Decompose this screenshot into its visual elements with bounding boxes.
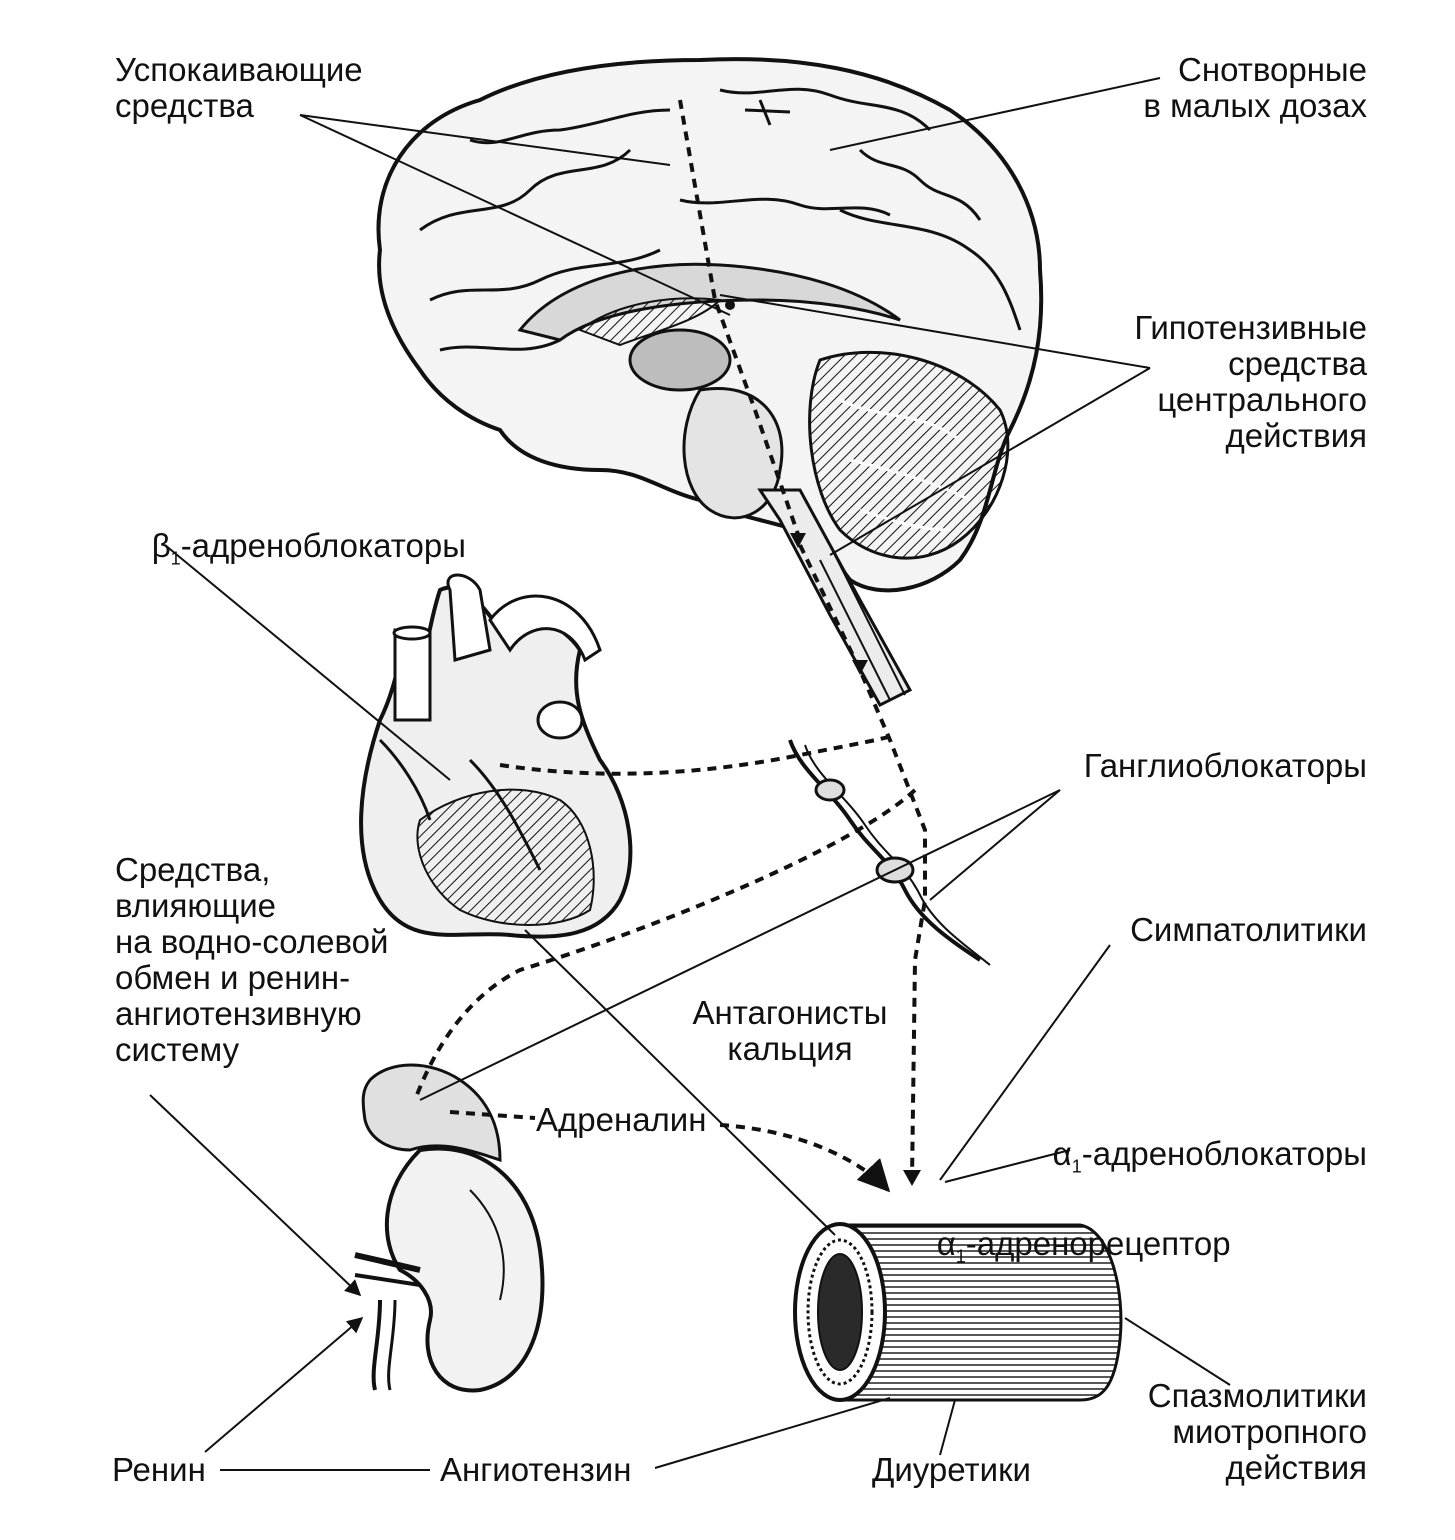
pointer-lines — [149, 77, 1231, 1471]
label-hypnotics: Снотворные в малых дозах — [1143, 51, 1367, 124]
heart-illustration — [359, 573, 633, 939]
brain-illustration — [376, 57, 1044, 707]
adrenal-gland — [361, 1063, 502, 1163]
dashed-pathways — [413, 99, 927, 1193]
label-alpha-blockers: α1-адреноблокаторы — [1016, 1100, 1367, 1221]
label-sedatives: Успокаивающие средства — [115, 51, 363, 124]
label-central-antihypertensives: Гипотензивные средства центрального дейс… — [1134, 309, 1367, 454]
label-antispasmodics: Спазмолитики миотропного действия — [1147, 1377, 1367, 1486]
kidney-outline — [384, 1146, 545, 1393]
label-water-salt-agents: Средства, влияющие на водно-солевой обме… — [115, 851, 389, 1068]
alpha-blockers-text: -адреноблокаторы — [1081, 1135, 1367, 1172]
label-alpha-receptor: α1-адренорецептор — [900, 1190, 1231, 1311]
vessel-illustration — [793, 1222, 1123, 1402]
kidney-illustration — [354, 1063, 545, 1393]
label-beta-blockers: β1-адреноблокаторы — [115, 492, 466, 613]
alpha-receptor-text: -адренорецептор — [965, 1225, 1231, 1262]
label-ganglion-blockers: Ганглиоблокаторы — [1083, 747, 1367, 784]
alpha-blockers-subscript: 1 — [1071, 1156, 1082, 1177]
synapse-markers — [725, 300, 921, 1186]
label-angiotensin: Ангиотензин — [440, 1451, 632, 1488]
beta-symbol: β — [151, 527, 171, 564]
label-renin: Ренин — [112, 1451, 206, 1488]
label-sympatholytics: Симпатолитики — [1130, 911, 1367, 948]
label-diuretics: Диуретики — [872, 1451, 1031, 1488]
alpha-blockers-symbol: α — [1052, 1135, 1072, 1172]
label-adrenaline: Адреналин — [536, 1101, 707, 1138]
label-calcium-antagonists: Антагонисты кальция — [692, 994, 888, 1067]
alpha-receptor-symbol: α — [936, 1225, 956, 1262]
beta-blockers-text: -адреноблокаторы — [180, 527, 466, 564]
beta-subscript: 1 — [170, 548, 181, 569]
alpha-receptor-subscript: 1 — [955, 1246, 966, 1267]
